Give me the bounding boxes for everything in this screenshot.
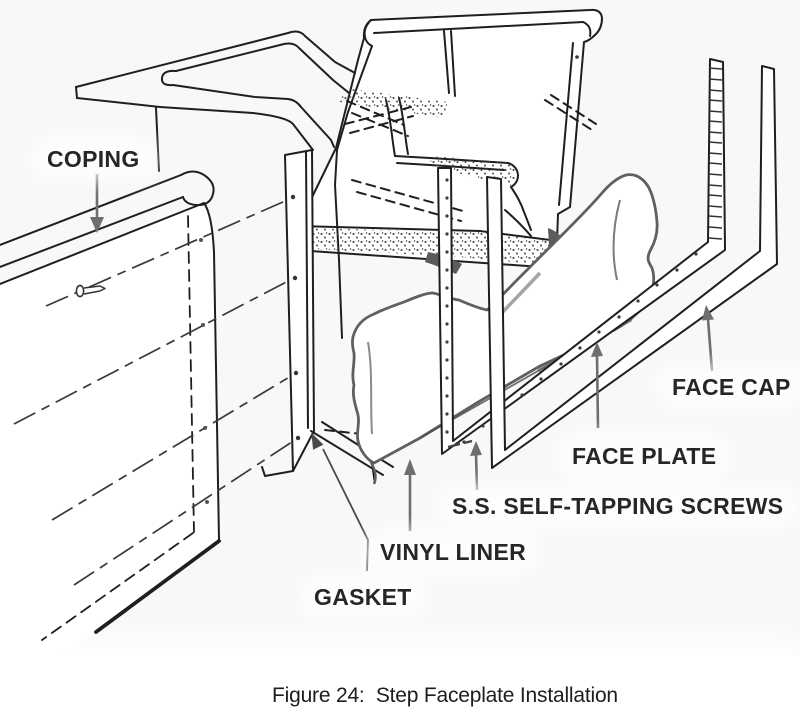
face-plate-frame xyxy=(437,58,726,455)
figure-caption: Figure 24: Step Faceplate Installation xyxy=(272,684,618,707)
coping-rounded-end xyxy=(180,170,215,207)
screw-icon xyxy=(75,284,106,298)
face-plate-screw-holes xyxy=(445,178,698,444)
face-plate-slots xyxy=(708,67,723,240)
gasket-leader xyxy=(311,432,369,572)
ss-screws-arrow xyxy=(470,441,482,491)
gasket-flange-corner xyxy=(261,149,394,477)
coping-rail xyxy=(0,170,215,268)
face-cap xyxy=(486,65,778,469)
wall-screw-dots xyxy=(199,238,209,504)
hidden-edge-dashes xyxy=(344,94,597,222)
label-vinyl-liner: VINYL LINER xyxy=(373,539,534,566)
label-face-plate: FACE PLATE xyxy=(565,443,724,470)
label-gasket: GASKET xyxy=(307,584,419,611)
wall-panel xyxy=(0,202,221,697)
vinyl-liner-arrow xyxy=(404,459,416,531)
coping-arrow xyxy=(90,174,104,233)
leader-arrows xyxy=(90,174,714,572)
label-coping: COPING xyxy=(40,146,147,173)
screw-dashes xyxy=(447,439,473,449)
step-unit xyxy=(295,8,603,339)
face-plate xyxy=(437,58,726,455)
face-cap-arrow xyxy=(702,305,714,372)
screw-axes xyxy=(13,197,299,586)
stipple-upper-tread xyxy=(340,88,448,118)
label-ss-screws: S.S. SELF-TAPPING SCREWS xyxy=(445,493,791,520)
face-plate-arrow xyxy=(591,342,603,429)
flange-screw-holes xyxy=(290,194,301,441)
pool-deck-band xyxy=(75,30,356,172)
label-face-cap: FACE CAP xyxy=(665,374,798,401)
caption-area xyxy=(0,656,800,722)
wall-bottom-edge xyxy=(94,539,221,634)
face-cap-frame xyxy=(486,65,778,469)
